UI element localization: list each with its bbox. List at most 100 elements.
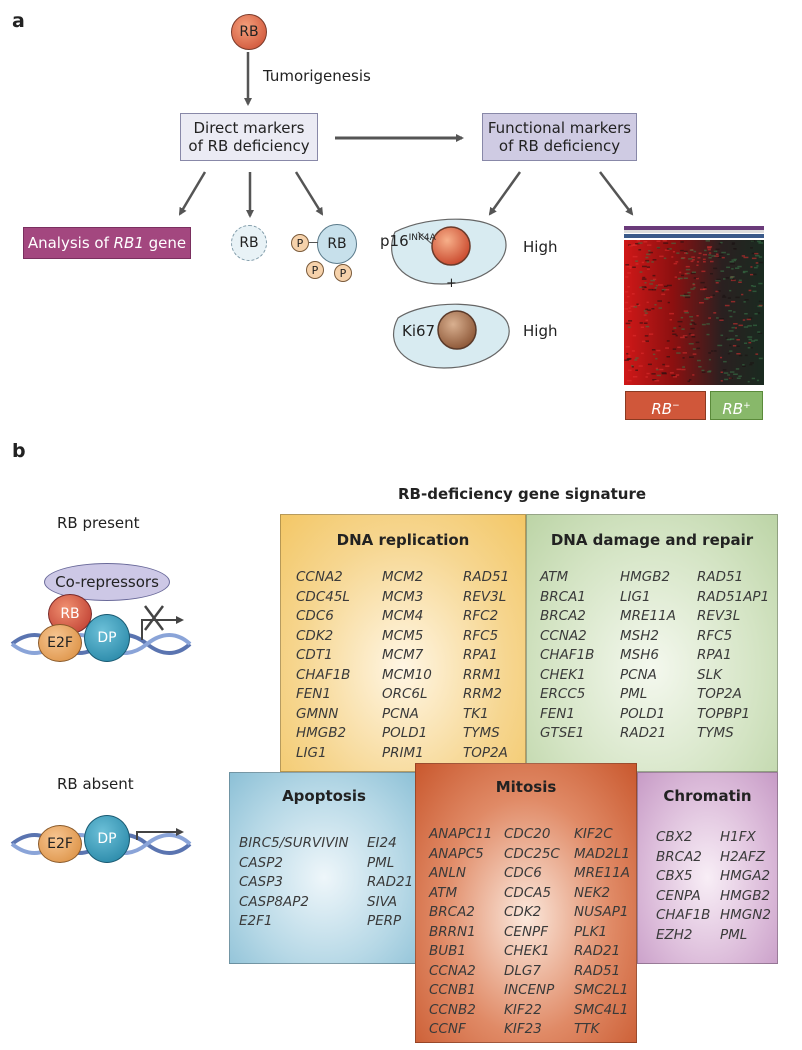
heatmap-cell — [652, 274, 656, 277]
heatmap-cell — [743, 326, 749, 328]
heatmap-cell — [678, 278, 681, 280]
gene-name: TYMS — [697, 725, 734, 741]
heatmap-cell — [728, 310, 732, 312]
heatmap-cell — [641, 352, 644, 355]
heatmap-cell — [705, 240, 710, 242]
gene-name: RAD21 — [574, 943, 621, 959]
heatmap-cell — [708, 352, 711, 354]
heatmap-cell — [656, 246, 661, 249]
gene-name: RAD21 — [620, 725, 667, 741]
heatmap-cell — [735, 335, 738, 337]
gene-name: EZH2 — [656, 926, 693, 943]
heatmap-cell — [713, 312, 717, 314]
heatmap-cell — [751, 377, 755, 380]
heatmap-cell — [720, 380, 723, 382]
heatmap-cell — [643, 310, 647, 312]
heatmap-cell — [648, 250, 651, 252]
heatmap-cell — [693, 277, 698, 279]
heatmap-cell — [629, 245, 633, 247]
heatmap-cell — [749, 363, 753, 366]
heatmap-cell — [690, 327, 695, 330]
heatmap-cell — [671, 256, 674, 258]
heatmap-cell — [706, 333, 710, 336]
heatmap-cell — [733, 258, 737, 261]
heatmap-cell — [735, 267, 740, 269]
heatmap-cell — [656, 240, 661, 242]
heatmap-cell — [732, 278, 735, 281]
heatmap-cell — [704, 249, 707, 252]
heatmap-cell — [669, 319, 672, 321]
heatmap-cell — [701, 371, 706, 373]
corepressors-ellipse: Co-repressors — [44, 563, 170, 601]
high-label-2: High — [523, 322, 558, 340]
rb-bound-label: RB — [60, 606, 80, 622]
gene-name: RFC5 — [463, 627, 499, 644]
heatmap-cell — [632, 266, 636, 268]
heatmap-cell — [724, 378, 728, 381]
heatmap-cell — [632, 255, 638, 258]
heatmap-cell — [645, 308, 648, 311]
heatmap-cell — [658, 284, 663, 286]
heatmap-cell — [750, 273, 754, 276]
heatmap-cell — [685, 252, 689, 255]
heatmap-cell — [720, 356, 723, 359]
gene-name: RPA1 — [697, 647, 732, 663]
analysis-prefix: Analysis of — [27, 234, 114, 252]
heatmap-cell — [662, 363, 665, 366]
heatmap-cell — [691, 336, 696, 338]
gene-name: FEN1 — [540, 705, 575, 722]
heatmap-cell — [683, 293, 689, 296]
gene-name: CASP3 — [239, 874, 283, 890]
heatmap-cell — [731, 243, 735, 245]
heatmap-cell — [729, 350, 733, 352]
heatmap-cell — [681, 274, 685, 277]
heatmap-cell — [641, 286, 646, 288]
heatmap-cell — [730, 338, 735, 340]
heatmap-cell — [758, 300, 763, 303]
heatmap-cell — [689, 323, 692, 325]
heatmap-cell — [638, 304, 641, 306]
gene-name: GMNN — [296, 705, 339, 722]
gene-name: RFC2 — [463, 608, 499, 624]
heatmap-cell — [719, 319, 724, 321]
heatmap-cell — [626, 379, 632, 382]
rb-present-label: RB present — [57, 514, 140, 532]
panel-a-arrows — [178, 52, 764, 385]
heatmap-cell — [746, 318, 751, 321]
heatmap-cell — [666, 356, 670, 358]
gene-name: DLG7 — [504, 962, 541, 979]
heatmap-cell — [666, 284, 672, 287]
heatmap-cell — [748, 317, 753, 319]
heatmap — [624, 226, 764, 385]
phosphate-1-label: P — [296, 236, 304, 250]
heatmap-cell — [652, 353, 656, 356]
heatmap-cell — [645, 376, 648, 378]
gene-name: BRCA2 — [540, 608, 586, 624]
gene-name: POLD1 — [620, 705, 666, 722]
arrow-to-analysis — [178, 171, 207, 216]
heatmap-cell — [669, 372, 674, 374]
gene-name: TOP2A — [697, 686, 742, 702]
heatmap-cell — [758, 282, 763, 285]
heatmap-cell — [737, 265, 742, 268]
heatmap-cell — [632, 334, 637, 337]
rb-phospho-label: RB — [327, 236, 347, 252]
heatmap-cell — [645, 325, 650, 328]
heatmap-cell — [677, 346, 681, 349]
rb-minus-box: RB− — [625, 391, 706, 420]
heatmap-cell — [625, 322, 631, 325]
heatmap-cell — [682, 357, 685, 359]
gene-name: MAD2L1 — [574, 845, 630, 862]
heatmap-cell — [693, 323, 697, 325]
signature-title: RB-deficiency gene signature — [398, 485, 647, 503]
direct-markers-line1: Direct markers — [193, 119, 305, 137]
gene-name: HMGA2 — [720, 868, 771, 884]
heatmap-cell — [641, 261, 645, 264]
panel-a-label: a — [12, 10, 25, 32]
heatmap-cell — [628, 369, 632, 372]
